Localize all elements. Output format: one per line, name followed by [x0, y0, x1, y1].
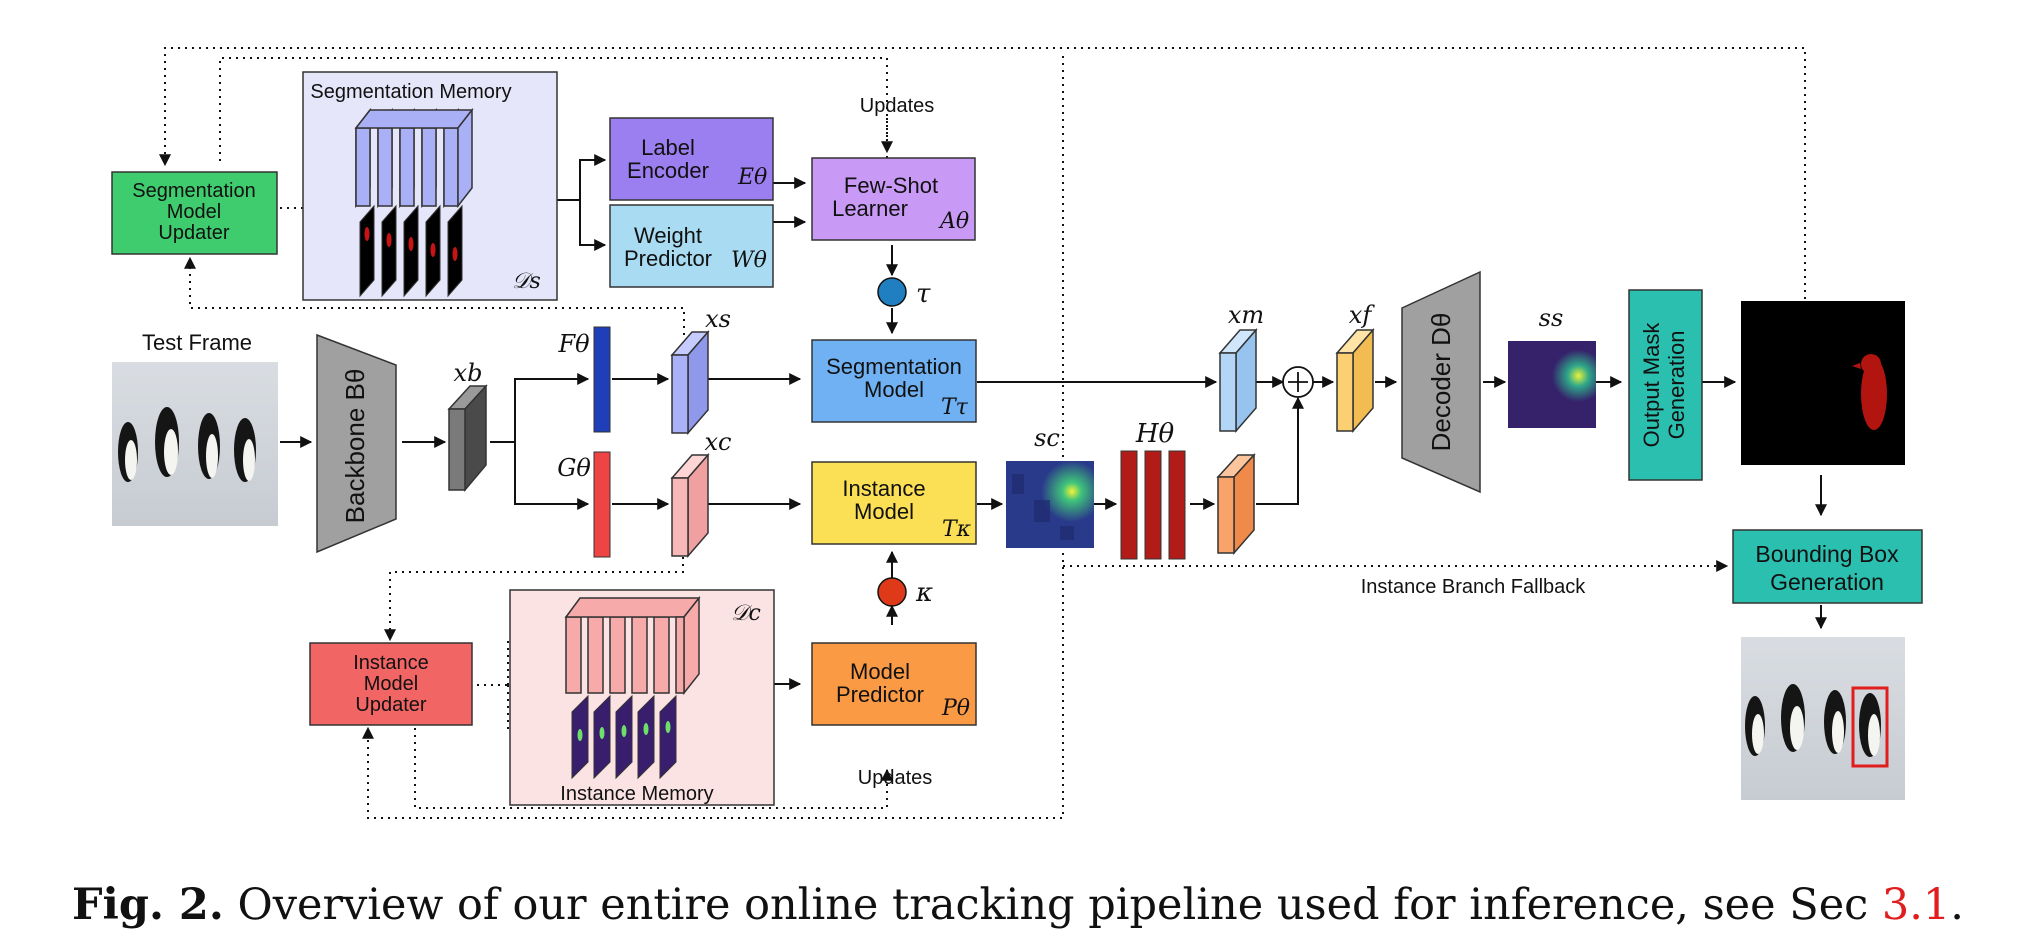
inst-model-line-1: Instance [842, 476, 925, 501]
seg-updater-line-1: Segmentation [132, 180, 255, 202]
instance-model [811, 461, 977, 545]
test-frame-label: Test Frame [142, 330, 252, 355]
xc-label: xc [705, 428, 732, 456]
h-theta-label: Hθ [1135, 419, 1175, 449]
inst-updater-line-3: Updater [355, 694, 426, 716]
bbox-line-2: Generation [1770, 569, 1884, 595]
xb-feature [447, 384, 488, 493]
caption-end: . [1950, 880, 1964, 930]
sc-heatmap-texture [1012, 474, 1074, 540]
weight-predictor-line-2: Predictor [624, 246, 712, 271]
xb-label: xb [454, 359, 483, 387]
seg-updater-line-2: Model [167, 201, 221, 223]
tau-label: τ [916, 279, 931, 309]
segmentation-model-updater [111, 171, 278, 255]
bbox-line-1: Bounding Box [1755, 541, 1899, 567]
label-encoder [609, 117, 774, 201]
updates-bottom-label: Updates [858, 767, 933, 789]
model-predictor [811, 642, 977, 726]
few-shot-symbol: Aθ [938, 209, 969, 234]
backbone-label: Backbone Bθ [340, 369, 370, 524]
decoder-label: Decoder Dθ [1426, 313, 1456, 452]
fallback-label: Instance Branch Fallback [1361, 576, 1587, 598]
ss-label: ss [1539, 304, 1564, 332]
kappa-node [877, 577, 907, 607]
sum-node [1282, 366, 1314, 398]
label-encoder-line-2: Encoder [627, 158, 709, 183]
output-mask-generation [1628, 289, 1703, 481]
caption-label: Fig. 2. [72, 880, 224, 930]
inst-feature-stack [564, 595, 701, 696]
xs-feature [670, 329, 710, 436]
caption-text: Overview of our entire online tracking p… [237, 880, 1882, 930]
g-theta-label: Gθ [557, 454, 591, 482]
caption-ref[interactable]: 3.1 [1881, 880, 1951, 930]
xm-label: xm [1228, 301, 1264, 329]
ss-heatmap [1508, 341, 1596, 428]
seg-updater-line-3: Updater [158, 222, 229, 244]
weight-predictor-symbol: Wθ [731, 248, 767, 273]
backbone [316, 333, 397, 554]
xf-label: xf [1349, 301, 1376, 329]
inst-model-symbol: Tκ [942, 517, 972, 542]
xc-feature [670, 452, 710, 559]
xs-label: xs [705, 305, 731, 333]
seg-mask-stack [359, 204, 463, 298]
instance-model-updater [309, 642, 473, 726]
h-theta-blocks [1120, 450, 1186, 560]
instance-memory-title: Instance Memory [560, 783, 713, 805]
inst-updater-line-1: Instance [353, 652, 429, 674]
seg-model-line-2: Model [864, 377, 924, 402]
xm-feature [1218, 327, 1258, 434]
seg-model-line-1: Segmentation [826, 354, 962, 379]
f-theta-block [593, 326, 611, 433]
inst-updater-line-2: Model [364, 673, 418, 695]
few-shot-line-1: Few-Shot [844, 173, 938, 198]
weight-predictor [609, 204, 774, 288]
inst-score-stack [571, 694, 677, 780]
bounding-box-generation [1732, 529, 1923, 604]
sc-label: sc [1034, 424, 1060, 452]
g-theta-block [593, 451, 611, 558]
weight-predictor-line-1: Weight [634, 223, 702, 248]
f-theta-label: Fθ [557, 330, 590, 358]
tracking-bounding-box [1851, 686, 1889, 768]
output-mask-line-1: Output Mask [1639, 322, 1664, 448]
figure-caption: Fig. 2. Overview of our entire online tr… [0, 880, 2036, 930]
segmentation-model [811, 339, 977, 423]
xf-feature [1335, 327, 1375, 434]
model-predictor-symbol: Pθ [941, 696, 970, 721]
updates-top-label: Updates [860, 95, 935, 117]
decoder [1401, 270, 1481, 494]
seg-model-symbol: Tτ [941, 395, 969, 420]
pipeline-diagram: Segmentation Memory 𝒟s Segm [111, 47, 1923, 819]
instance-memory-symbol: 𝒟c [731, 601, 761, 626]
inst-model-line-2: Model [854, 499, 914, 524]
segmentation-memory-title: Segmentation Memory [310, 81, 511, 103]
seg-feature-stack [354, 107, 474, 209]
few-shot-line-2: Learner [832, 196, 908, 221]
label-encoder-symbol: Eθ [737, 165, 767, 190]
model-predictor-line-1: Model [850, 659, 910, 684]
instance-branch-feature [1216, 453, 1256, 556]
segmentation-memory-symbol: 𝒟s [512, 269, 541, 294]
output-mask-line-2: Generation [1664, 331, 1689, 440]
label-encoder-line-1: Label [641, 135, 695, 160]
output-mask-image [1741, 301, 1905, 465]
few-shot-learner [811, 157, 976, 241]
result-image [1741, 637, 1905, 800]
tau-node [877, 277, 907, 307]
test-frame-image [112, 362, 278, 526]
model-predictor-line-2: Predictor [836, 682, 924, 707]
kappa-label: κ [915, 578, 933, 608]
